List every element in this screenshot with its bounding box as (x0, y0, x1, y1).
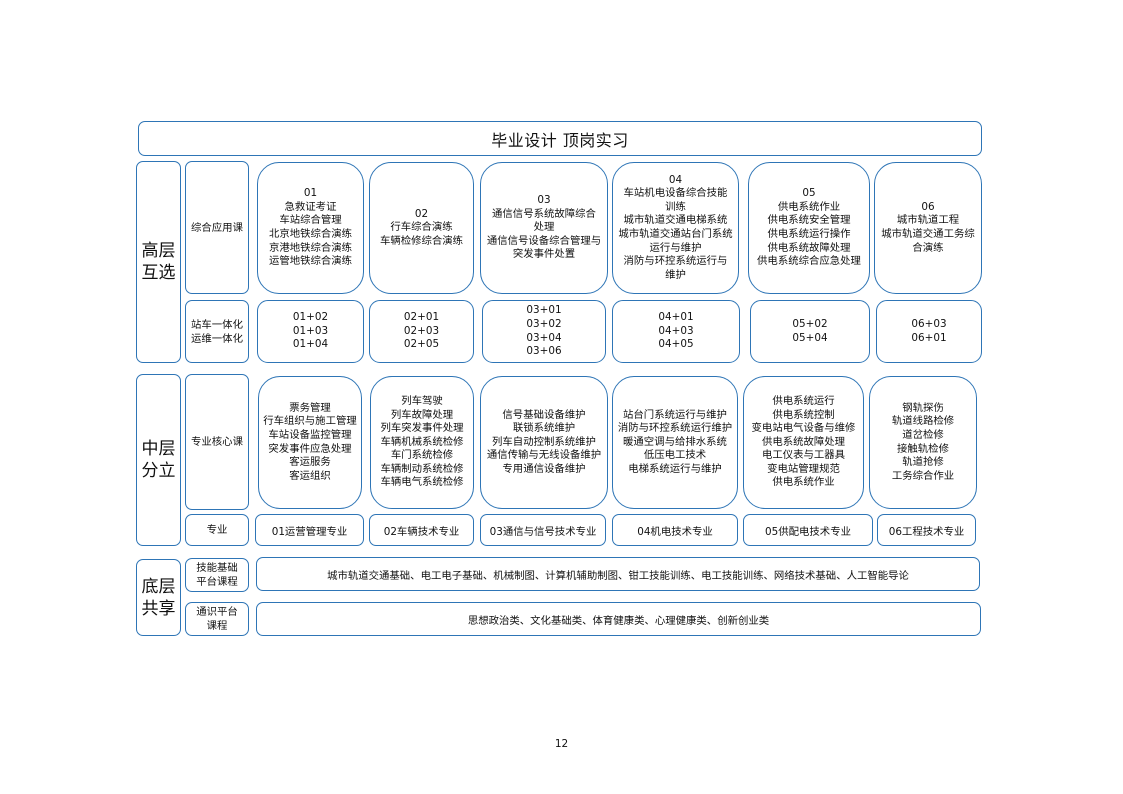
row-label-integration-text: 站车一体化 运维一体化 (191, 318, 243, 345)
top-title: 毕业设计 顶岗实习 (491, 130, 629, 150)
comprehensive-course-02-text: 02 行车综合演练 车辆检修综合演练 (379, 207, 464, 247)
major-04-text: 04机电技术专业 (637, 525, 713, 538)
integration-06: 06+03 06+01 (876, 300, 982, 363)
tier-high-box: 高层 互选 (136, 161, 181, 363)
comprehensive-course-06-text: 06 城市轨道工程 城市轨道交通工务综 合演练 (881, 200, 975, 254)
core-course-04-text: 站台门系统运行与维护 消防与环控系统运行维护 暖通空调与给排水系统 低压电工技术… (617, 408, 733, 475)
core-course-05-text: 供电系统运行 供电系统控制 变电站电气设备与维修 供电系统故障处理 电工仪表与工… (751, 394, 856, 489)
integration-01: 01+02 01+03 01+04 (257, 300, 364, 363)
comprehensive-course-01: 01 急救证考证 车站综合管理 北京地铁综合演练 京港地铁综合演练 运管地铁综合… (257, 162, 364, 294)
comprehensive-course-03: 03 通信信号系统故障综合 处理 通信信号设备综合管理与 突发事件处置 (480, 162, 608, 294)
comprehensive-course-05-text: 05 供电系统作业 供电系统安全管理 供电系统运行操作 供电系统故障处理 供电系… (757, 187, 861, 268)
major-02: 02车辆技术专业 (369, 514, 474, 546)
skills-platform-courses-text: 城市轨道交通基础、电工电子基础、机械制图、计算机辅助制图、钳工技能训练、电工技能… (327, 569, 909, 582)
row-label-general: 通识平台 课程 (185, 602, 249, 636)
integration-04: 04+01 04+03 04+05 (612, 300, 740, 363)
tier-mid-label: 中层 分立 (141, 439, 176, 481)
major-04: 04机电技术专业 (612, 514, 738, 546)
row-label-integration: 站车一体化 运维一体化 (185, 300, 249, 363)
comprehensive-course-01-text: 01 急救证考证 车站综合管理 北京地铁综合演练 京港地铁综合演练 运管地铁综合… (268, 187, 353, 268)
core-course-06: 钢轨探伤 轨道线路检修 道岔检修 接触轨检修 轨道抢修 工务综合作业 (869, 376, 977, 509)
page-number: 12 (554, 738, 569, 750)
integration-02: 02+01 02+03 02+05 (369, 300, 474, 363)
core-course-02-text: 列车驾驶 列车故障处理 列车突发事件处理 车辆机械系统检修 车门系统检修 车辆制… (380, 394, 464, 489)
integration-05: 05+02 05+04 (750, 300, 870, 363)
core-course-01-text: 票务管理 行车组织与施工管理 车站设备监控管理 突发事件应急处理 客运服务 客运… (263, 401, 357, 482)
integration-06-text: 06+03 06+01 (911, 317, 947, 344)
comprehensive-course-06: 06 城市轨道工程 城市轨道交通工务综 合演练 (874, 162, 982, 294)
major-02-text: 02车辆技术专业 (383, 525, 460, 538)
row-label-general-text: 通识平台 课程 (196, 606, 238, 632)
integration-03: 03+01 03+02 03+04 03+06 (482, 300, 606, 363)
row-label-major: 专业 (185, 514, 249, 546)
major-05: 05供配电技术专业 (743, 514, 873, 546)
skills-platform-courses: 城市轨道交通基础、电工电子基础、机械制图、计算机辅助制图、钳工技能训练、电工技能… (256, 557, 980, 591)
integration-04-text: 04+01 04+03 04+05 (658, 311, 694, 351)
row-label-core-text: 专业核心课 (191, 436, 243, 448)
top-title-box: 毕业设计 顶岗实习 (138, 121, 982, 156)
integration-02-text: 02+01 02+03 02+05 (403, 311, 440, 351)
core-course-01: 票务管理 行车组织与施工管理 车站设备监控管理 突发事件应急处理 客运服务 客运… (258, 376, 362, 509)
row-label-major-text: 专业 (206, 524, 228, 536)
core-course-06-text: 钢轨探伤 轨道线路检修 道岔检修 接触轨检修 轨道抢修 工务综合作业 (891, 401, 955, 482)
tier-mid-box: 中层 分立 (136, 374, 181, 546)
tier-low-label: 底层 共享 (141, 576, 176, 619)
comprehensive-course-02: 02 行车综合演练 车辆检修综合演练 (369, 162, 474, 294)
integration-01-text: 01+02 01+03 01+04 (292, 311, 329, 351)
core-course-05: 供电系统运行 供电系统控制 变电站电气设备与维修 供电系统故障处理 电工仪表与工… (743, 376, 864, 509)
row-label-skills-text: 技能基础 平台课程 (196, 562, 238, 588)
core-course-03: 信号基础设备维护 联锁系统维护 列车自动控制系统维护 通信传输与无线设备维护 专… (480, 376, 608, 509)
tier-low-box: 底层 共享 (136, 559, 181, 636)
major-05-text: 05供配电技术专业 (765, 525, 851, 538)
comprehensive-course-03-text: 03 通信信号系统故障综合 处理 通信信号设备综合管理与 突发事件处置 (486, 194, 602, 261)
general-platform-courses: 思想政治类、文化基础类、体育健康类、心理健康类、创新创业类 (256, 602, 981, 636)
row-label-comprehensive: 综合应用课 (185, 161, 249, 294)
core-course-03-text: 信号基础设备维护 联锁系统维护 列车自动控制系统维护 通信传输与无线设备维护 专… (486, 408, 602, 475)
comprehensive-course-04: 04 车站机电设备综合技能 训练 城市轨道交通电梯系统 城市轨道交通站台门系统 … (612, 162, 739, 294)
core-course-02: 列车驾驶 列车故障处理 列车突发事件处理 车辆机械系统检修 车门系统检修 车辆制… (370, 376, 474, 509)
row-label-comprehensive-text: 综合应用课 (191, 221, 243, 234)
major-03: 03通信与信号技术专业 (480, 514, 606, 546)
major-03-text: 03通信与信号技术专业 (489, 525, 597, 538)
row-label-core: 专业核心课 (185, 374, 249, 510)
integration-05-text: 05+02 05+04 (792, 317, 828, 344)
major-01-text: 01运营管理专业 (271, 525, 348, 538)
comprehensive-course-05: 05 供电系统作业 供电系统安全管理 供电系统运行操作 供电系统故障处理 供电系… (748, 162, 870, 294)
major-01: 01运营管理专业 (255, 514, 364, 546)
major-06: 06工程技术专业 (877, 514, 976, 546)
core-course-04: 站台门系统运行与维护 消防与环控系统运行维护 暖通空调与给排水系统 低压电工技术… (612, 376, 738, 509)
major-06-text: 06工程技术专业 (888, 525, 965, 538)
comprehensive-course-04-text: 04 车站机电设备综合技能 训练 城市轨道交通电梯系统 城市轨道交通站台门系统 … (618, 173, 733, 281)
row-label-skills: 技能基础 平台课程 (185, 558, 249, 592)
tier-high-label: 高层 互选 (141, 241, 176, 283)
integration-03-text: 03+01 03+02 03+04 03+06 (526, 304, 562, 358)
general-platform-courses-text: 思想政治类、文化基础类、体育健康类、心理健康类、创新创业类 (467, 614, 770, 627)
